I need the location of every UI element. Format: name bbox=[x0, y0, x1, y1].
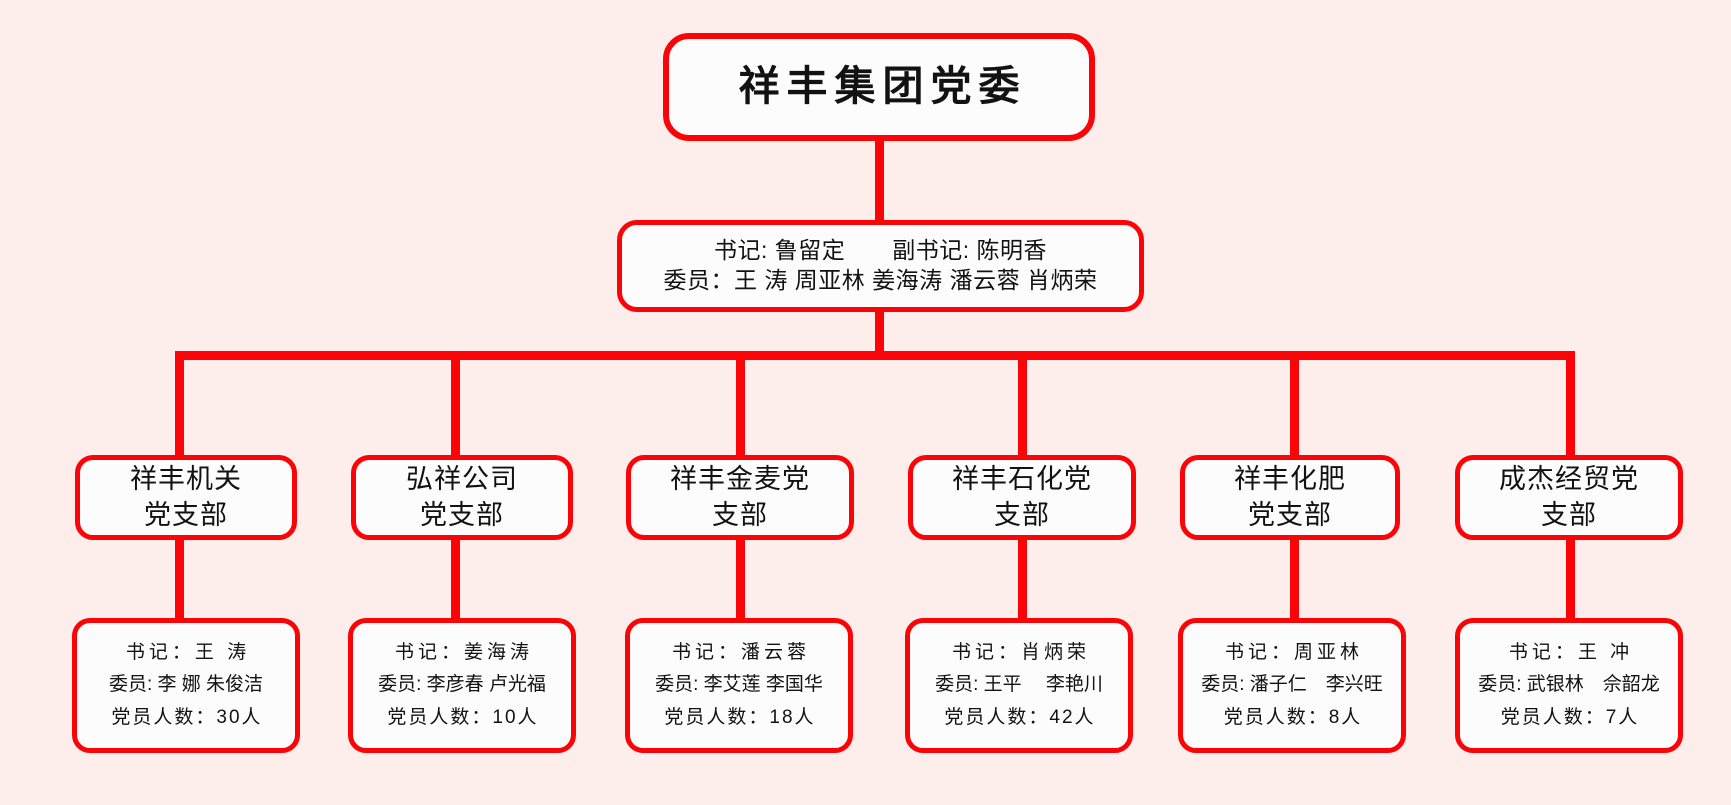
connector-branch-6-to-detail bbox=[1566, 537, 1575, 622]
connector-branch-2-to-detail bbox=[451, 537, 460, 622]
branch-node-2: 弘祥公司 党支部 bbox=[351, 455, 573, 540]
branch-2-name-line1: 弘祥公司 bbox=[406, 464, 518, 495]
committee-secretary-line: 书记: 鲁留定 副书记: 陈明香 bbox=[713, 237, 1048, 264]
detail-node-5: 书记：周亚林 委员: 潘子仁 李兴旺 党员人数：8人 bbox=[1178, 618, 1406, 753]
branch-1-name-line1: 祥丰机关 bbox=[130, 464, 242, 495]
detail-3-members: 委员: 李艾莲 李国华 bbox=[655, 674, 823, 696]
branch-5-name-line1: 祥丰化肥 bbox=[1234, 464, 1346, 495]
detail-6-members: 委员: 武银林 佘韶龙 bbox=[1478, 674, 1660, 696]
detail-1-members: 委员: 李 娜 朱俊洁 bbox=[108, 674, 264, 696]
branch-node-3: 祥丰金麦党 支部 bbox=[626, 455, 854, 540]
detail-node-4: 书记：肖炳荣 委员: 王平 李艳川 党员人数：42人 bbox=[905, 618, 1133, 753]
committee-members-node: 书记: 鲁留定 副书记: 陈明香 委员：王 涛 周亚林 姜海涛 潘云蓉 肖炳荣 bbox=[617, 220, 1144, 312]
detail-2-party-count: 党员人数：10人 bbox=[387, 706, 539, 728]
branch-5-name-line2: 党支部 bbox=[1248, 499, 1332, 530]
connector-bus-to-branch-6 bbox=[1566, 351, 1575, 459]
branch-node-4: 祥丰石化党 支部 bbox=[908, 455, 1136, 540]
branch-6-name-line2: 支部 bbox=[1541, 499, 1597, 530]
detail-node-2: 书记：姜海涛 委员: 李彦春 卢光福 党员人数：10人 bbox=[348, 618, 576, 753]
branch-6-name-line1: 成杰经贸党 bbox=[1499, 464, 1639, 495]
connector-branch-1-to-detail bbox=[175, 537, 184, 622]
connector-bus-to-branch-4 bbox=[1018, 351, 1027, 459]
root-node-party-committee: 祥丰集团党委 bbox=[663, 33, 1095, 141]
connector-bus-to-branch-5 bbox=[1290, 351, 1299, 459]
branch-3-name-line2: 支部 bbox=[712, 499, 768, 530]
branch-node-6: 成杰经贸党 支部 bbox=[1455, 455, 1683, 540]
detail-node-6: 书记：王 冲 委员: 武银林 佘韶龙 党员人数：7人 bbox=[1455, 618, 1683, 753]
branch-1-name-line2: 党支部 bbox=[144, 499, 228, 530]
branch-4-name-line1: 祥丰石化党 bbox=[952, 464, 1092, 495]
detail-6-secretary: 书记：王 冲 bbox=[1508, 642, 1634, 664]
committee-members-line: 委员：王 涛 周亚林 姜海涛 潘云蓉 肖炳荣 bbox=[663, 267, 1098, 293]
connector-bus-to-branch-2 bbox=[451, 351, 460, 459]
root-title: 祥丰集团党委 bbox=[738, 63, 1027, 110]
connector-horizontal-bus bbox=[175, 351, 1575, 360]
branch-2-name-line2: 党支部 bbox=[420, 499, 504, 530]
connector-bus-to-branch-3 bbox=[736, 351, 745, 459]
branch-3-name-line1: 祥丰金麦党 bbox=[670, 464, 810, 495]
detail-2-members: 委员: 李彦春 卢光福 bbox=[378, 674, 546, 696]
detail-1-party-count: 党员人数：30人 bbox=[111, 706, 263, 728]
detail-5-members: 委员: 潘子仁 李兴旺 bbox=[1201, 674, 1383, 696]
detail-3-party-count: 党员人数：18人 bbox=[664, 706, 816, 728]
detail-4-secretary: 书记：肖炳荣 bbox=[951, 642, 1090, 664]
connector-branch-5-to-detail bbox=[1290, 537, 1299, 622]
connector-bus-to-branch-1 bbox=[175, 351, 184, 459]
detail-3-secretary: 书记：潘云蓉 bbox=[671, 642, 810, 664]
connector-committee-to-bus bbox=[875, 310, 884, 355]
connector-root-to-committee bbox=[875, 141, 884, 224]
branch-node-1: 祥丰机关 党支部 bbox=[75, 455, 297, 540]
detail-4-party-count: 党员人数：42人 bbox=[944, 706, 1096, 728]
detail-5-secretary: 书记：周亚林 bbox=[1224, 642, 1363, 664]
connector-branch-3-to-detail bbox=[736, 537, 745, 622]
detail-5-party-count: 党员人数：8人 bbox=[1223, 706, 1363, 728]
branch-4-name-line2: 支部 bbox=[994, 499, 1050, 530]
connector-branch-4-to-detail bbox=[1018, 537, 1027, 622]
detail-2-secretary: 书记：姜海涛 bbox=[394, 642, 533, 664]
detail-4-members: 委员: 王平 李艳川 bbox=[935, 674, 1103, 696]
detail-node-1: 书记：王 涛 委员: 李 娜 朱俊洁 党员人数：30人 bbox=[72, 618, 300, 753]
detail-1-secretary: 书记：王 涛 bbox=[125, 642, 251, 664]
branch-node-5: 祥丰化肥 党支部 bbox=[1180, 455, 1400, 540]
detail-6-party-count: 党员人数：7人 bbox=[1500, 706, 1640, 728]
detail-node-3: 书记：潘云蓉 委员: 李艾莲 李国华 党员人数：18人 bbox=[625, 618, 853, 753]
